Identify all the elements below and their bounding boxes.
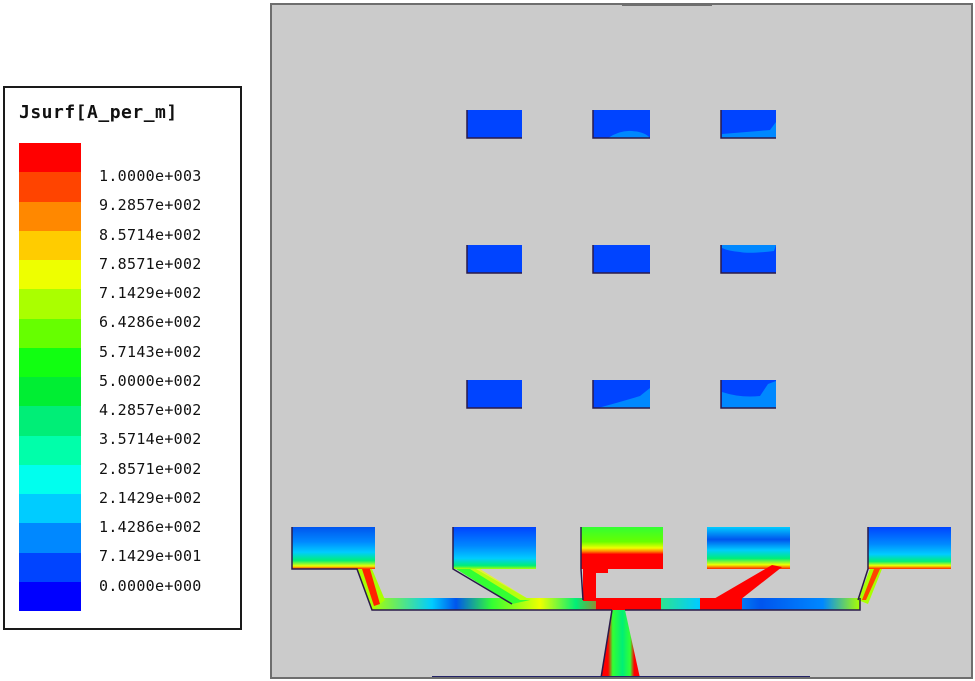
- tick-label: 7.1429e+001: [99, 547, 202, 566]
- color-band: [19, 289, 81, 319]
- color-band: [19, 406, 81, 436]
- tick-label: 5.7143e+002: [99, 342, 202, 361]
- field-plot-viewport[interactable]: [270, 3, 973, 679]
- colorbar: [19, 143, 81, 611]
- color-band: [19, 230, 81, 260]
- color-band: [19, 552, 81, 582]
- color-band: [19, 377, 81, 407]
- parasitic-patch-grid: [466, 110, 776, 409]
- tick-label: 5.0000e+002: [99, 371, 202, 390]
- tick-label: 1.0000e+003: [99, 167, 202, 185]
- color-band: [19, 318, 81, 348]
- tick-label: 6.4286e+002: [99, 313, 202, 332]
- color-band: [19, 494, 81, 524]
- color-band: [19, 435, 81, 465]
- color-band: [19, 464, 81, 494]
- color-band: [19, 347, 81, 377]
- tick-label: 2.1429e+002: [99, 488, 202, 507]
- tick-label: 7.1429e+002: [99, 284, 202, 302]
- color-band: [19, 260, 81, 290]
- tick-label: 1.4286e+002: [99, 518, 202, 536]
- feed-network: [291, 527, 951, 677]
- antenna-geometry: [291, 5, 951, 677]
- tick-label: 4.2857e+002: [99, 401, 202, 419]
- color-band: [19, 172, 81, 202]
- tick-label: 0.0000e+000: [99, 576, 202, 595]
- tick-label: 7.8571e+002: [99, 254, 202, 273]
- color-band: [19, 201, 81, 231]
- color-legend: Jsurf[A_per_m] 1.0000e+003 9.2857e+002 8…: [3, 86, 242, 630]
- color-band: [19, 523, 81, 553]
- color-band: [19, 143, 81, 173]
- color-band: [19, 581, 81, 611]
- tick-label: 8.5714e+002: [99, 225, 202, 244]
- tick-label: 2.8571e+002: [99, 459, 202, 478]
- tick-label: 9.2857e+002: [99, 196, 202, 215]
- legend-title: Jsurf[A_per_m]: [19, 102, 178, 123]
- tick-labels: 1.0000e+003 9.2857e+002 8.5714e+002 7.85…: [99, 162, 202, 601]
- tick-label: 3.5714e+002: [99, 430, 202, 449]
